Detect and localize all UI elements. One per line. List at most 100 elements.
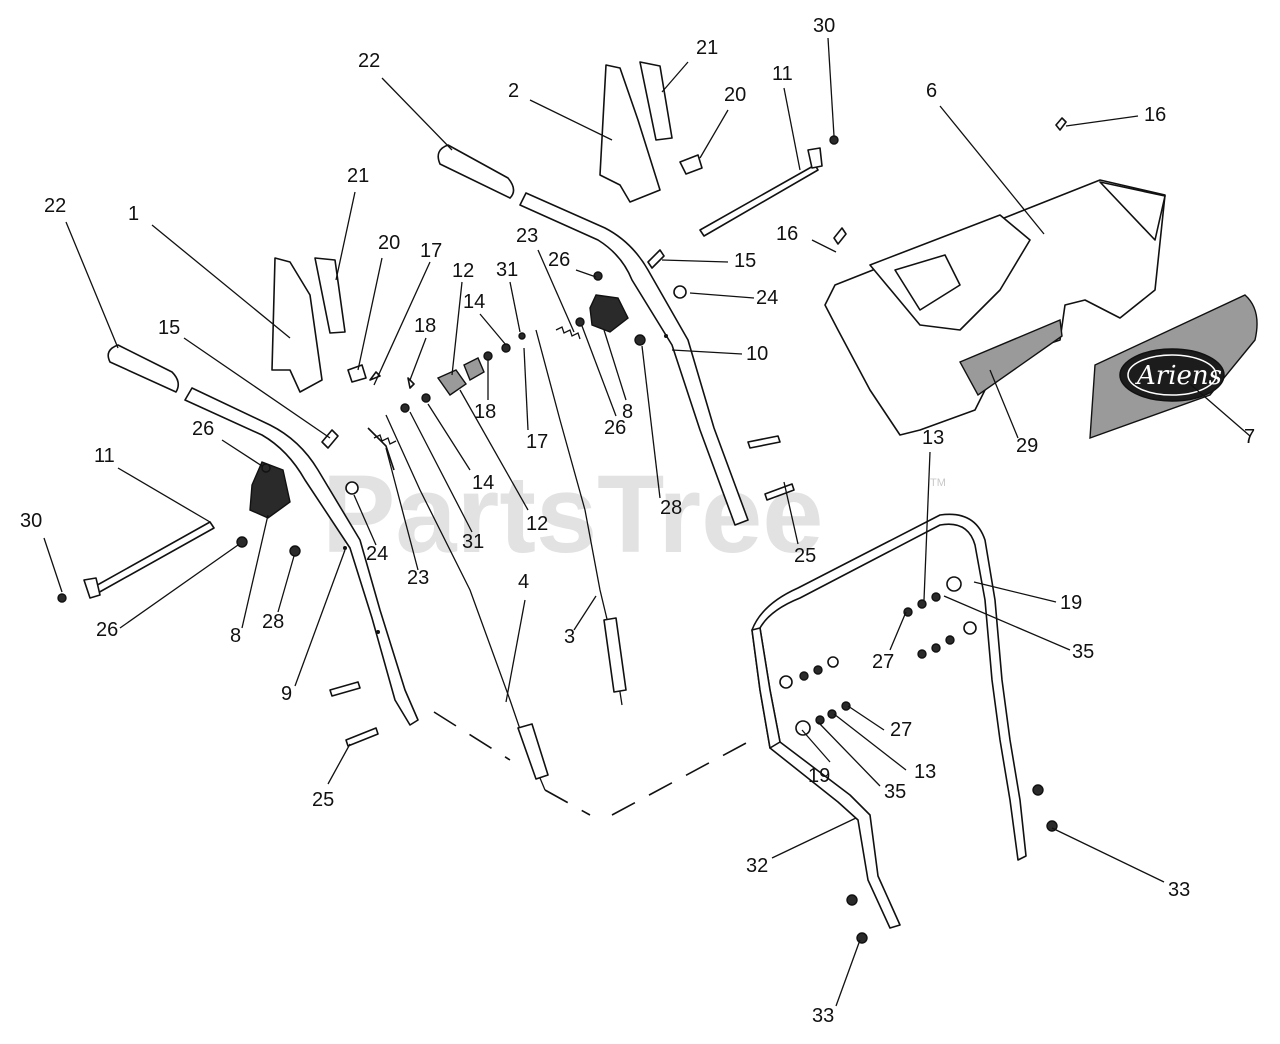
callout-label-15: 15 (158, 317, 180, 339)
callout-label-13: 13 (914, 761, 936, 783)
left-bracket (271, 257, 323, 393)
callout-label-12: 12 (452, 260, 474, 282)
callout-leader-32 (771, 817, 857, 859)
callout-label-11: 11 (94, 445, 115, 467)
callout-label-26: 26 (604, 417, 626, 439)
callout-label-20: 20 (724, 84, 746, 106)
callout-label-14: 14 (472, 472, 494, 494)
callout-label-35: 35 (1072, 641, 1094, 663)
callout-leader-12 (451, 281, 463, 376)
callout-label-19: 19 (1060, 592, 1082, 614)
lower-handle (751, 513, 1058, 944)
callout-leader-30 (827, 37, 835, 137)
callout-label-16: 16 (1144, 104, 1166, 126)
callout-leader-31 (509, 281, 521, 333)
left-handle-tube (184, 387, 419, 726)
callout-leader-21 (661, 61, 689, 93)
callout-leader-33 (835, 939, 861, 1007)
callout-leader-22 (65, 221, 119, 349)
left-tab (314, 257, 346, 334)
callout-label-12: 12 (526, 513, 548, 535)
callout-label-33: 33 (1168, 879, 1190, 901)
callout-label-2: 2 (508, 80, 519, 102)
callout-label-22: 22 (44, 195, 66, 217)
cable-4 (385, 414, 549, 791)
callout-leader-26 (581, 325, 617, 417)
callout-leader-27 (889, 611, 907, 651)
callout-label-26: 26 (548, 249, 570, 271)
callout-leader-17 (373, 261, 431, 386)
callout-label-25: 25 (794, 545, 816, 567)
callout-leader-16 (811, 239, 837, 253)
right-handle-tube (519, 192, 749, 526)
callout-label-35: 35 (884, 781, 906, 803)
callout-label-31: 31 (496, 259, 518, 281)
callout-leader-24 (353, 494, 377, 546)
callout-leader-10 (671, 349, 743, 355)
callout-label-15: 15 (734, 250, 756, 272)
callout-label-1: 1 (128, 203, 139, 225)
callout-leader-11 (783, 87, 801, 171)
callout-leader-19 (973, 581, 1057, 603)
logo-cover: Ariens (1089, 294, 1258, 440)
left-handle-grip (107, 344, 180, 393)
callout-leader-3 (573, 595, 597, 631)
callout-leader-14 (479, 313, 507, 346)
callout-leader-26 (221, 439, 263, 467)
callout-label-11: 11 (772, 63, 793, 85)
callout-label-27: 27 (872, 651, 894, 673)
callout-label-25: 25 (312, 789, 334, 811)
callout-label-22: 22 (358, 50, 380, 72)
callout-label-3: 3 (564, 626, 575, 648)
callout-label-33: 33 (812, 1005, 834, 1027)
left-small-clip (347, 364, 367, 383)
callout-leader-18 (409, 337, 427, 381)
callout-leader-1 (151, 224, 291, 339)
callout-leader-29 (989, 369, 1019, 439)
callout-label-24: 24 (756, 287, 778, 309)
left-rod (83, 521, 215, 599)
right-rod (699, 147, 823, 237)
right-small-clip (679, 154, 703, 175)
callout-leader-20 (357, 257, 383, 371)
callout-label-28: 28 (262, 611, 284, 633)
callout-leader-28 (641, 345, 661, 499)
watermark-text: PartsTree (322, 453, 823, 576)
callout-label-31: 31 (462, 531, 484, 553)
callout-label-26: 26 (96, 619, 118, 641)
callout-leader-6 (939, 105, 1045, 235)
callout-label-24: 24 (366, 543, 388, 565)
callout-label-30: 30 (20, 510, 42, 532)
right-small-parts (575, 117, 1067, 501)
callout-label-21: 21 (347, 165, 369, 187)
callout-leader-25 (327, 743, 351, 785)
callout-leader-27 (847, 705, 885, 731)
callout-leader-23 (385, 447, 419, 571)
callout-leader-17 (523, 347, 529, 431)
callout-leader-15 (183, 337, 331, 439)
callout-leader-24 (689, 292, 755, 299)
right-lever-block (589, 294, 629, 333)
callout-label-17: 17 (420, 240, 442, 262)
cable-3 (535, 329, 627, 706)
callout-leader-28 (277, 555, 295, 613)
callout-leader-16 (1065, 115, 1139, 127)
callout-leader-31 (409, 411, 473, 533)
callout-leader-26 (119, 544, 239, 629)
left-spring (367, 427, 397, 471)
callout-label-7: 7 (1244, 426, 1255, 448)
callout-leader-25 (783, 481, 799, 545)
callout-leader-8 (603, 329, 627, 401)
callout-label-28: 28 (660, 497, 682, 519)
callout-label-27: 27 (890, 719, 912, 741)
callout-label-16: 16 (776, 223, 798, 245)
callout-label-30: 30 (813, 15, 835, 37)
callout-leader-21 (335, 191, 356, 281)
connection-dashes (433, 711, 749, 816)
callout-label-10: 10 (746, 343, 768, 365)
callout-label-26: 26 (192, 418, 214, 440)
callout-leader-11 (117, 467, 211, 523)
callout-leader-30 (43, 537, 63, 593)
